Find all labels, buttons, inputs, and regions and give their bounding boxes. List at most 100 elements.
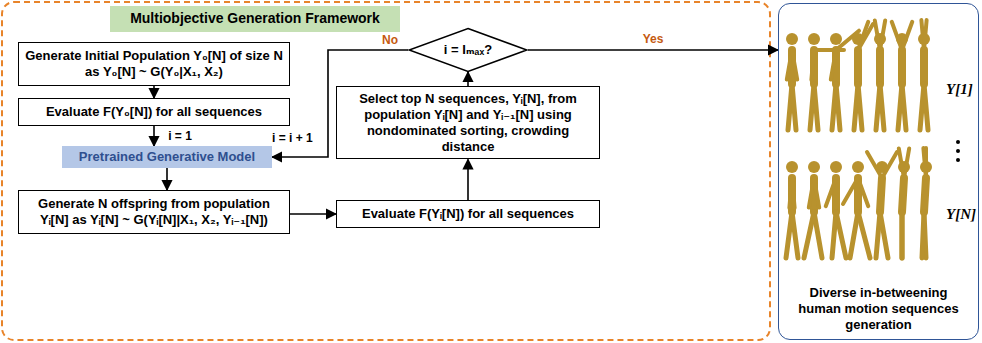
figure-head [808, 161, 820, 173]
node-text: Diverse in-betweening human motion seque… [787, 285, 970, 333]
human-figure [843, 161, 870, 258]
figure-limb [902, 22, 912, 50]
figure-limb [858, 84, 862, 130]
sequence-label: Y[1] [944, 80, 975, 98]
human-figure [786, 161, 798, 258]
figure-limb [899, 148, 904, 178]
flow-arrow [153, 126, 155, 146]
node-text: Generate Initial Population Y₀[N] of siz… [25, 48, 283, 80]
process-box: Generate N offspring from population Yᵢ[… [18, 190, 290, 234]
figure-limb [880, 84, 884, 130]
ellipsis-dot [956, 149, 960, 153]
decision-diamond: i = Iₘₐₓ? [408, 28, 528, 72]
human-figure [898, 148, 910, 258]
figure-limb [867, 152, 882, 178]
figure-limb [920, 50, 928, 84]
figure-limb [832, 212, 836, 258]
human-figure [874, 20, 886, 130]
node-text: Evaluate F(Yᵢ[N]) for all sequences [362, 206, 574, 222]
flow-arrow [467, 72, 469, 86]
figure-head [852, 161, 864, 173]
figure-limb [810, 50, 818, 84]
human-figure [804, 161, 822, 258]
flow-arrow [528, 49, 778, 51]
figure-limb [924, 178, 926, 212]
process-box: Evaluate F(Y₀[N]) for all sequences [18, 98, 290, 126]
human-figure [830, 31, 859, 130]
figure-limb [804, 212, 814, 258]
edge-label: No [380, 33, 400, 47]
figure-limb [792, 212, 798, 258]
figure-limb [924, 148, 928, 178]
figure-limb [923, 148, 926, 178]
figure-limb [900, 212, 905, 258]
human-figure [826, 161, 846, 258]
figure-limb [836, 84, 840, 130]
edge-label: i = 1 [166, 129, 194, 143]
node-text: Multiobjective Generation Framework [130, 10, 380, 27]
figure-limb [882, 152, 897, 178]
ellipsis-dot [956, 140, 960, 144]
process-box: Generate Initial Population Y₀[N] of siz… [18, 42, 290, 86]
human-figure [918, 20, 930, 130]
figure-limb [880, 20, 885, 50]
figure-head [808, 33, 820, 45]
figure-head [786, 33, 798, 45]
figure-limb [876, 50, 884, 84]
process-box: Evaluate F(Yᵢ[N]) for all sequences [336, 200, 600, 228]
flow-arrow [166, 168, 168, 190]
human-figure [892, 22, 913, 130]
figure-limb [811, 50, 814, 80]
figure-head [830, 161, 842, 173]
figure-limb [792, 50, 797, 80]
framework-frame [2, 2, 770, 340]
human-figure [786, 33, 798, 130]
diamond-shape [409, 28, 527, 71]
flow-arrow [467, 159, 469, 200]
vertical-ellipsis [956, 140, 960, 162]
figure-limb [902, 178, 904, 212]
figure-limb [900, 212, 905, 258]
figure-limb [814, 178, 819, 208]
sequence-label: Y[N] [944, 205, 978, 223]
flow-arrow [290, 213, 336, 215]
figure-limb [922, 212, 924, 258]
figure-limb [858, 178, 868, 206]
figure-limb [792, 178, 795, 208]
figure-limb [814, 212, 822, 258]
figure-limb [850, 212, 858, 258]
figure-limb [880, 212, 888, 258]
loop-counter: i = i + 1 [270, 131, 315, 145]
figure-limb [831, 50, 836, 80]
human-figures [786, 20, 932, 258]
figure-limb [858, 24, 873, 50]
human-figure [920, 148, 932, 258]
node-text: Select top N sequences, Yᵢ[N], from popu… [343, 91, 593, 154]
figure-limb [826, 178, 836, 206]
model-band: Pretrained Generative Model [62, 146, 272, 168]
figure-limb [880, 178, 882, 212]
result-panel: Diverse in-betweening human motion seque… [778, 3, 979, 340]
title-band: Multiobjective Generation Framework [110, 6, 400, 32]
ellipsis-dot [956, 158, 960, 162]
figure-limb [792, 84, 796, 130]
node-text: Evaluate F(Y₀[N]) for all sequences [46, 104, 262, 120]
figure-limb [854, 50, 862, 84]
node-text: i = Iₘₐₓ? [444, 42, 492, 58]
node-text: Pretrained Generative Model [79, 149, 255, 165]
figure-limb [924, 20, 927, 50]
figure-limb [902, 84, 906, 130]
human-figure [852, 22, 873, 130]
flow-arrow [153, 86, 155, 98]
figure-head [786, 161, 798, 173]
figure-limb [814, 84, 818, 130]
human-figure [867, 152, 897, 258]
edge-label: Yes [641, 32, 666, 46]
process-box: Select top N sequences, Yᵢ[N], from popu… [336, 86, 600, 159]
figure-limb [788, 178, 796, 212]
node-text: Generate N offspring from population Yᵢ[… [25, 196, 283, 228]
figure-limb [858, 212, 870, 258]
figure-limb [898, 50, 906, 84]
figure-limb [924, 84, 928, 130]
